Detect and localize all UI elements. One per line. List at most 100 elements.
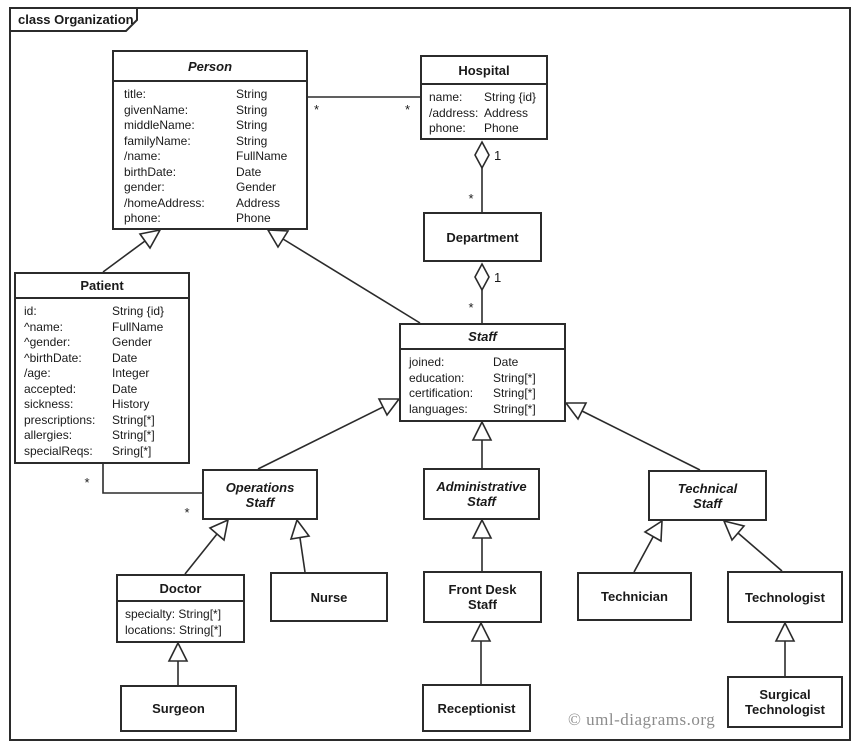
attribute-name: ^birthDate: bbox=[24, 350, 82, 365]
aggregation-department-staff: 1 * bbox=[468, 262, 501, 323]
class-nurse: Nurse bbox=[270, 572, 388, 622]
aggregation-diamond bbox=[474, 140, 490, 170]
attribute-name: phone: bbox=[124, 211, 161, 225]
generalization-surgeon-doctor bbox=[167, 641, 189, 685]
generalization-technical-staff-staff bbox=[564, 402, 701, 471]
attribute-type: String bbox=[236, 118, 268, 132]
generalization-receptionist-front-desk-staff bbox=[470, 621, 492, 684]
association-line bbox=[102, 464, 202, 494]
attribute-row: /name: FullName bbox=[114, 149, 306, 165]
attribute-type: String bbox=[236, 102, 268, 117]
attribute-row: phone:Phone bbox=[422, 121, 546, 137]
attribute-name: /name: bbox=[124, 149, 161, 163]
class-title: Surgical Technologist bbox=[745, 687, 825, 717]
attribute-name: familyName: bbox=[124, 133, 191, 148]
attribute-row: specialty: String[*] bbox=[125, 607, 222, 621]
generalization-technician-technical-staff bbox=[633, 519, 663, 573]
generalization-arrowhead bbox=[774, 621, 796, 642]
generalization-arrowhead bbox=[266, 229, 290, 249]
attribute-name: sickness: bbox=[24, 397, 74, 411]
attribute-row: ^name:FullName bbox=[16, 320, 188, 336]
class-surgical-technologist: Surgical Technologist bbox=[727, 676, 843, 728]
association-person-hospital: * * bbox=[308, 96, 420, 117]
attribute-type: Date bbox=[112, 381, 138, 396]
generalization-line bbox=[299, 537, 306, 573]
multiplicity-label: * bbox=[468, 191, 473, 206]
generalization-arrowhead bbox=[208, 518, 230, 542]
class-front-desk-staff: Front Desk Staff bbox=[423, 571, 542, 623]
attribute-row: prescriptions:String[*] bbox=[16, 413, 188, 429]
generalization-arrowhead bbox=[470, 621, 492, 642]
attribute-row: title:String bbox=[114, 87, 306, 103]
attribute-name: /address: bbox=[429, 105, 479, 120]
attribute-name: phone: bbox=[429, 121, 466, 135]
attribute-row: allergies:String[*] bbox=[16, 428, 188, 444]
attributes-compartment: id:String {id}^name:FullName^gender:Gend… bbox=[16, 299, 188, 462]
attribute-type: Address bbox=[236, 195, 281, 210]
attribute-name: specialReqs: bbox=[24, 443, 93, 458]
attribute-type: Date bbox=[493, 355, 519, 369]
attribute-name: /age: bbox=[24, 366, 51, 380]
attribute-type: FullName bbox=[236, 149, 288, 163]
class-title: Hospital bbox=[422, 57, 546, 85]
frame-tab bbox=[9, 7, 138, 32]
class-title: Technologist bbox=[745, 589, 825, 605]
attribute-name: middleName: bbox=[124, 118, 195, 132]
class-receptionist: Receptionist bbox=[422, 684, 531, 732]
generalization-arrowhead bbox=[138, 228, 162, 250]
attribute-row: joined: Date bbox=[401, 355, 564, 371]
attribute-row: /age: Integer bbox=[16, 366, 188, 382]
frame-border bbox=[9, 7, 851, 741]
multiplicity-label: * bbox=[468, 300, 473, 315]
generalization-arrowhead bbox=[167, 641, 189, 662]
multiplicity-label: 1 bbox=[494, 270, 501, 285]
generalization-arrowhead bbox=[643, 519, 663, 543]
attribute-type: Date bbox=[112, 350, 138, 365]
multiplicity-label: * bbox=[405, 102, 410, 117]
generalization-front-desk-staff-administrative-staff bbox=[471, 518, 493, 571]
attribute-type: String {id} bbox=[484, 90, 537, 104]
attribute-row: specialReqs: Sring[*] bbox=[16, 444, 188, 460]
multiplicity-label: 1 bbox=[494, 148, 501, 163]
attribute-name: name: bbox=[429, 90, 463, 104]
class-doctor: Doctor specialty: String[*]locations: St… bbox=[116, 574, 245, 643]
attribute-name: languages: bbox=[409, 401, 468, 416]
class-technical-staff: Technical Staff bbox=[648, 470, 767, 521]
attribute-row: languages:String[*] bbox=[401, 402, 564, 418]
attribute-type: Integer bbox=[112, 366, 150, 380]
aggregation-hospital-department: 1 * bbox=[468, 140, 501, 212]
generalization-arrowhead bbox=[289, 518, 311, 541]
attribute-name: ^name: bbox=[24, 319, 63, 334]
attribute-type: String[*] bbox=[112, 428, 155, 442]
class-title: Front Desk Staff bbox=[448, 582, 517, 612]
generalization-operations-staff-staff bbox=[257, 398, 401, 470]
attribute-name: gender: bbox=[124, 180, 165, 194]
generalization-line bbox=[282, 238, 421, 324]
attribute-type: String {id} bbox=[112, 304, 165, 318]
attribute-type: String[*] bbox=[493, 386, 536, 400]
attribute-name: ^gender: bbox=[24, 335, 71, 349]
attribute-name: accepted: bbox=[24, 381, 77, 396]
attribute-row: birthDate:Date bbox=[114, 165, 306, 181]
attribute-row: ^birthDate: Date bbox=[16, 351, 188, 367]
attribute-type: Address bbox=[484, 105, 529, 120]
class-technologist: Technologist bbox=[727, 571, 843, 623]
generalization-line bbox=[184, 533, 218, 575]
attribute-row: certification:String[*] bbox=[401, 386, 564, 402]
association-patient-operations-staff: * * bbox=[84, 464, 202, 520]
attribute-type: Date bbox=[236, 164, 262, 179]
attribute-name: joined: bbox=[409, 355, 445, 369]
class-technician: Technician bbox=[577, 572, 692, 621]
class-title: Person bbox=[114, 52, 306, 82]
class-title: Technical Staff bbox=[677, 480, 738, 511]
aggregation-diamond bbox=[474, 262, 490, 292]
attribute-row: sickness:History bbox=[16, 397, 188, 413]
attribute-type: Sring[*] bbox=[112, 443, 152, 458]
attribute-row: middleName: String bbox=[114, 118, 306, 134]
attribute-name: givenName: bbox=[124, 102, 189, 117]
